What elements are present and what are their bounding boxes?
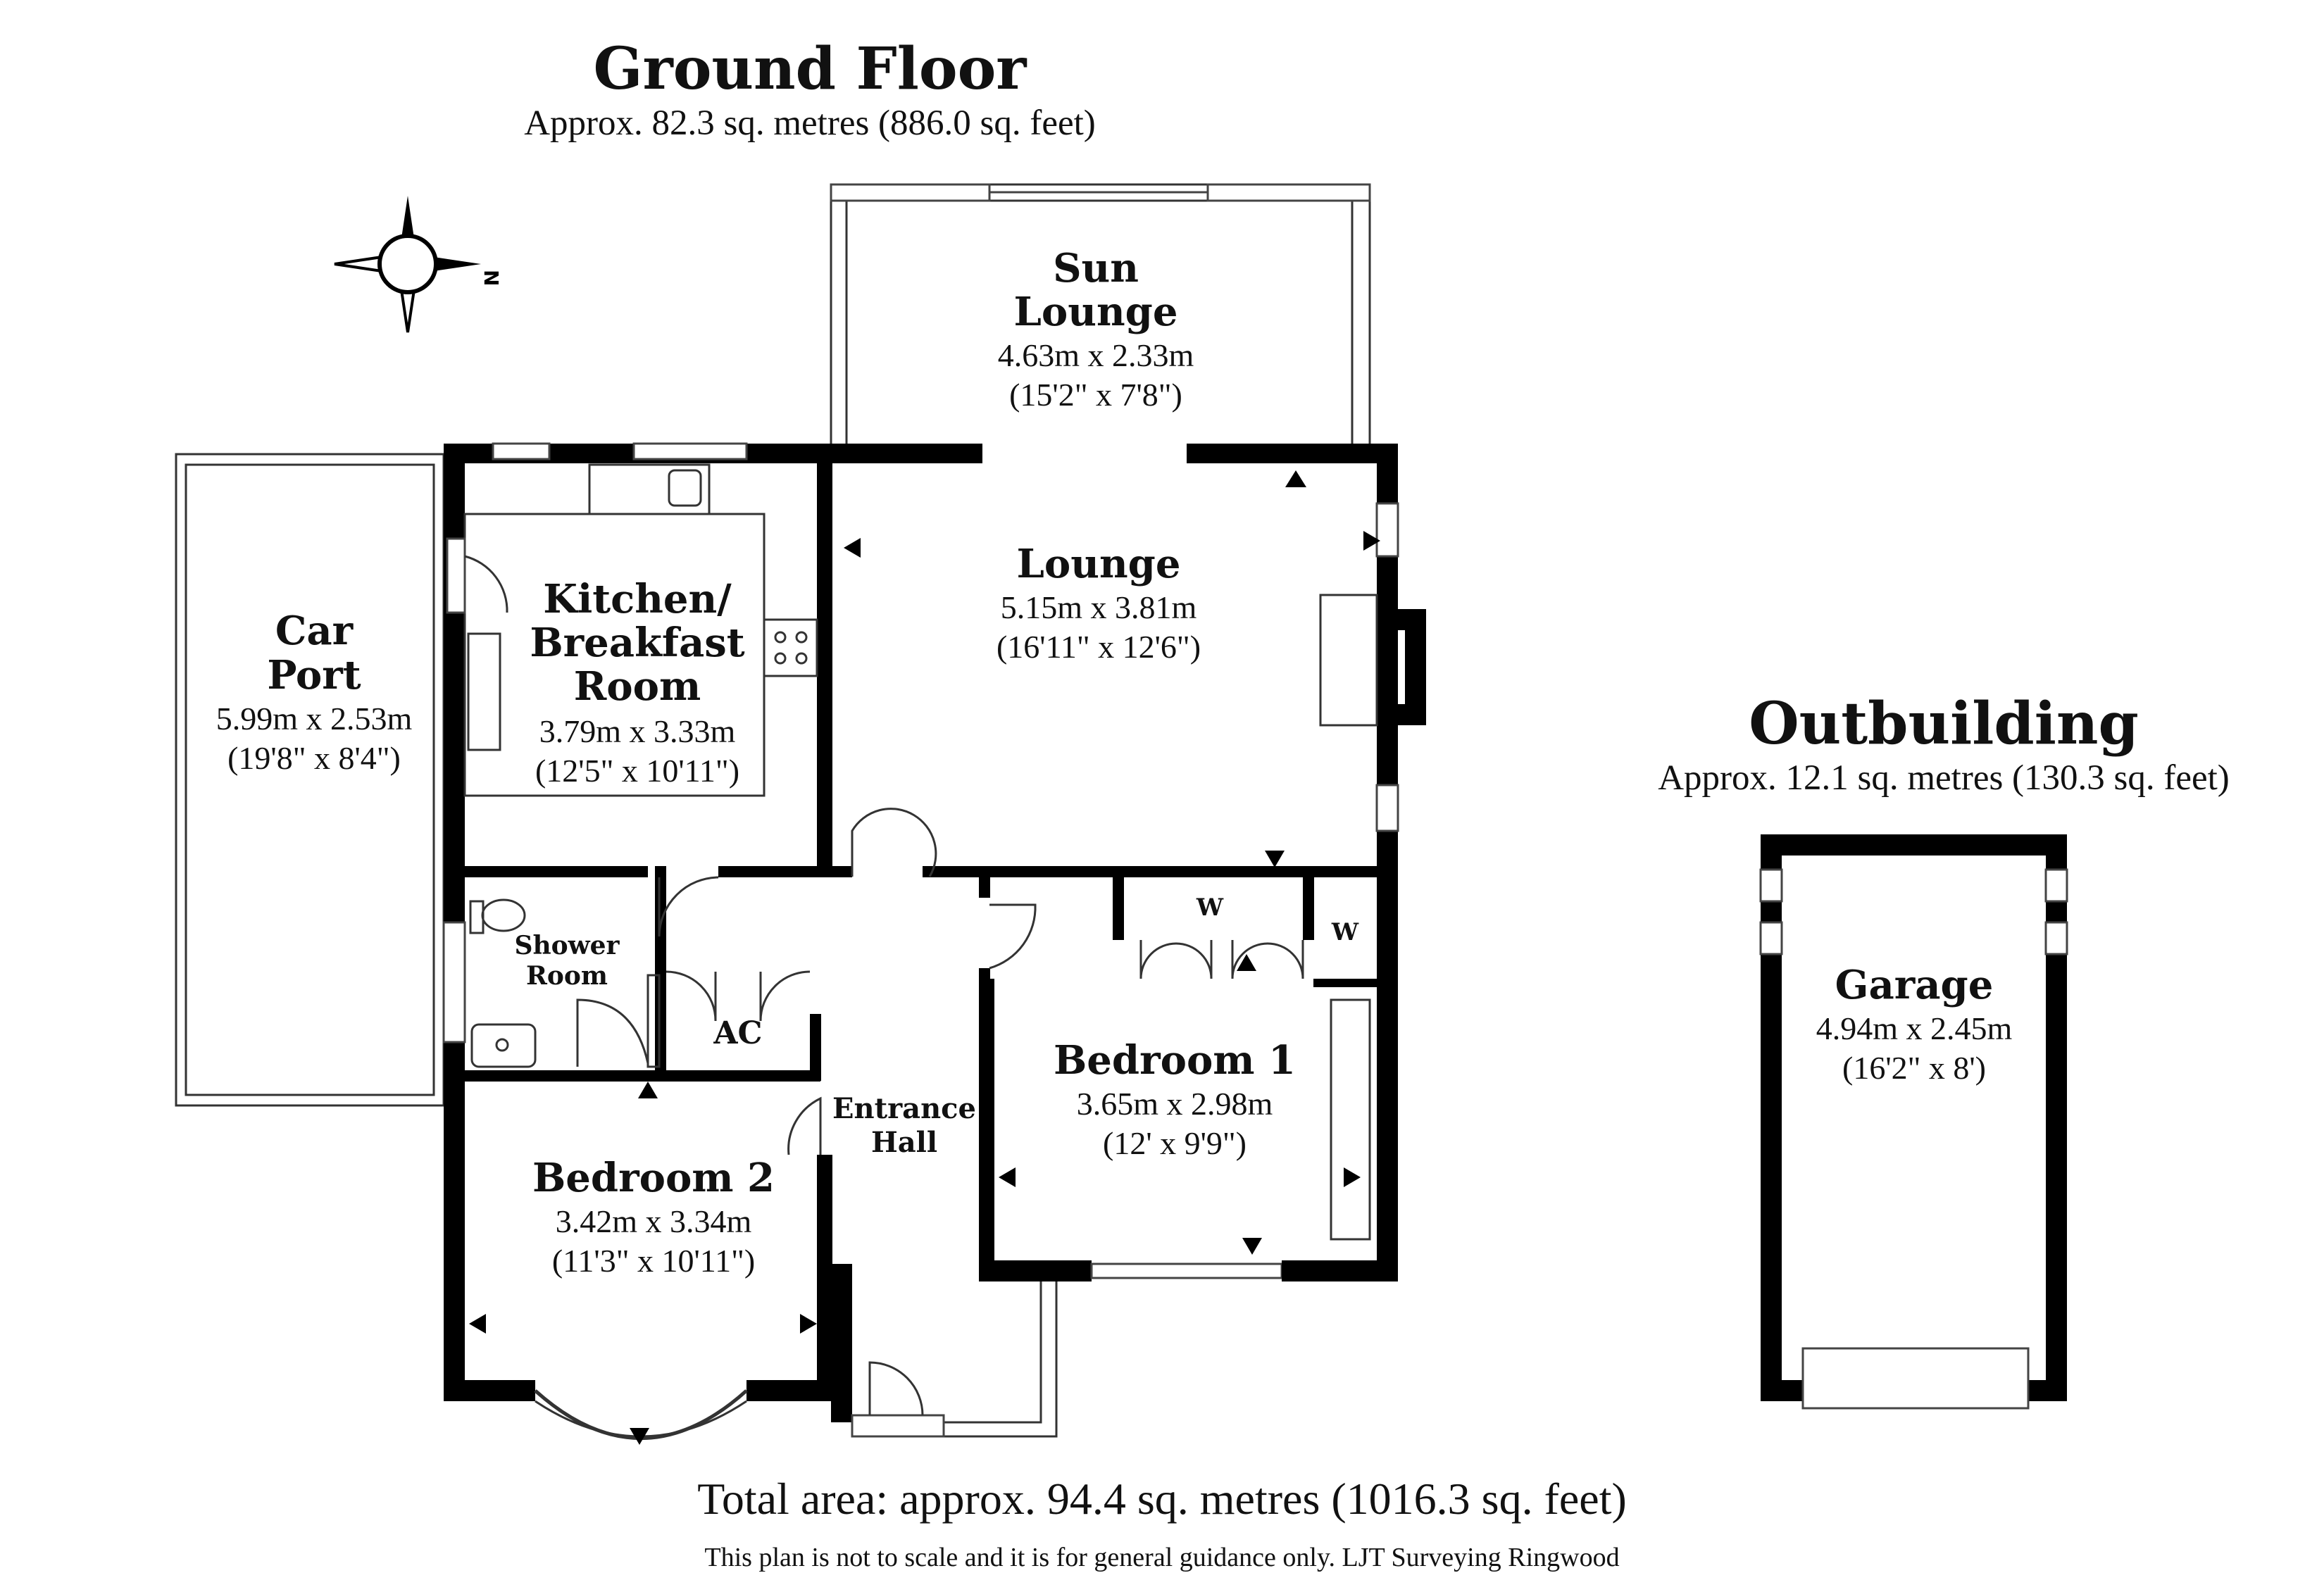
interior-walls <box>444 454 1398 1380</box>
car-port-imperial: (19'8" x 8'4") <box>227 740 401 776</box>
entrance-porch <box>851 1281 1058 1438</box>
lounge-label: Lounge 5.15m x 3.81m (16'11" x 12'6") <box>997 541 1201 665</box>
wardrobes <box>1139 940 1371 1241</box>
sun-lounge-name-1: Sun <box>1053 245 1139 292</box>
bedroom2-imperial: (11'3" x 10'11") <box>552 1243 755 1279</box>
bedroom2-metric: 3.42m x 3.34m <box>556 1203 752 1239</box>
bedroom2-label: Bedroom 2 3.42m x 3.34m (11'3" x 10'11") <box>532 1155 775 1279</box>
kitchen-metric: 3.79m x 3.33m <box>539 713 736 749</box>
shower-room-label: Shower Room <box>514 931 620 991</box>
bedroom1-metric: 3.65m x 2.98m <box>1077 1086 1273 1122</box>
disclaimer: This plan is not to scale and it is for … <box>704 1543 1620 1572</box>
sun-lounge-imperial: (15'2" x 7'8") <box>1009 377 1182 413</box>
compass-icon: N <box>334 196 503 333</box>
outbuilding-title: Outbuilding <box>1749 690 2139 758</box>
lounge-metric: 5.15m x 3.81m <box>1001 589 1197 625</box>
ground-floor-title: Ground Floor <box>593 35 1027 103</box>
room-markers <box>469 470 1380 1445</box>
car-port-label: Car Port 5.99m x 2.53m (19'8" x 8'4") <box>216 608 413 776</box>
sun-lounge-metric: 4.63m x 2.33m <box>998 337 1194 373</box>
garage-name: Garage <box>1835 962 1994 1008</box>
kitchen-label: Kitchen/ Breakfast Room 3.79m x 3.33m (1… <box>530 576 744 789</box>
kitchen-fixtures <box>446 463 818 797</box>
garage-metric: 4.94m x 2.45m <box>1816 1010 2013 1046</box>
kitchen-name-1: Kitchen/ <box>543 576 732 622</box>
kitchen-imperial: (12'5" x 10'11") <box>535 753 739 789</box>
total-area: Total area: approx. 94.4 sq. metres (101… <box>697 1474 1627 1524</box>
shower-fixtures <box>469 876 719 1068</box>
lounge-name: Lounge <box>1017 541 1181 587</box>
car-port-name-2: Port <box>267 652 361 698</box>
entrance-hall-label: Entrance Hall <box>832 1092 976 1159</box>
ac-label: AC <box>713 1015 762 1051</box>
bedroom1-label: Bedroom 1 3.65m x 2.98m (12' x 9'9") <box>1054 1037 1296 1161</box>
bedroom1-imperial: (12' x 9'9") <box>1103 1125 1247 1161</box>
garage-label: Garage 4.94m x 2.45m (16'2" x 8') <box>1816 962 2013 1086</box>
ground-floor-header: Ground Floor Approx. 82.3 sq. metres (88… <box>380 35 1239 144</box>
outbuilding-area: Approx. 12.1 sq. metres (130.3 sq. feet) <box>1658 758 2230 798</box>
wardrobe-label-1: W <box>1196 894 1224 922</box>
garage-imperial: (16'2" x 8') <box>1842 1050 1986 1086</box>
kitchen-name-3: Room <box>574 663 701 710</box>
ground-floor-area: Approx. 82.3 sq. metres (886.0 sq. feet) <box>524 104 1096 143</box>
compass-north-label: N <box>480 270 503 286</box>
car-port-metric: 5.99m x 2.53m <box>216 701 413 737</box>
shower-name-2: Room <box>526 961 608 991</box>
sun-lounge-name-2: Lounge <box>1014 289 1178 335</box>
car-port-name-1: Car <box>275 608 354 654</box>
hall-name-2: Hall <box>871 1126 937 1159</box>
sun-lounge-label: Sun Lounge 4.63m x 2.33m (15'2" x 7'8") <box>998 245 1194 413</box>
wardrobe-label-2: W <box>1331 918 1359 946</box>
hall-doors <box>787 808 1037 1155</box>
bedroom2-name: Bedroom 2 <box>532 1155 775 1201</box>
garage-building <box>1759 834 2068 1410</box>
sun-lounge-frame <box>830 183 1371 451</box>
outbuilding-header: Outbuilding Approx. 12.1 sq. metres (130… <box>1578 690 2310 798</box>
lounge-fireplace <box>1319 594 1378 727</box>
kitchen-name-2: Breakfast <box>530 620 744 666</box>
shower-name-1: Shower <box>514 931 620 960</box>
bedroom1-name: Bedroom 1 <box>1054 1037 1296 1084</box>
hall-name-1: Entrance <box>832 1092 976 1125</box>
lounge-imperial: (16'11" x 12'6") <box>997 629 1201 665</box>
ac-doors <box>666 970 811 1022</box>
exterior-walls <box>442 442 1426 1422</box>
car-port-outline <box>175 453 445 1107</box>
